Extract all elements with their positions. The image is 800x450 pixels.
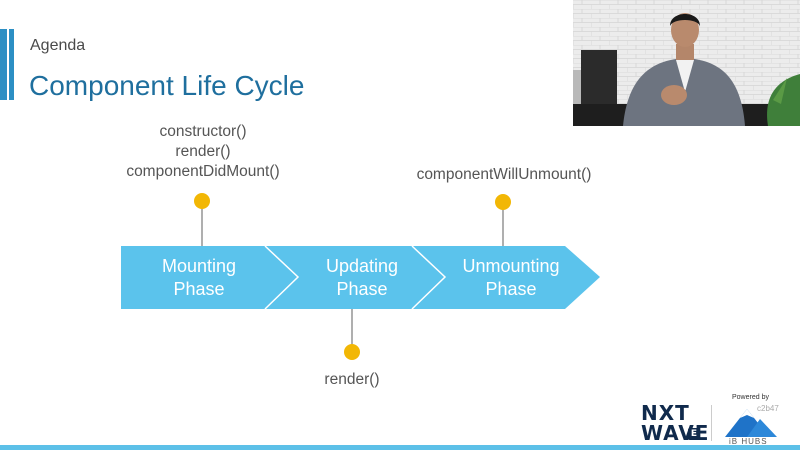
unmounting-methods: componentWillUnmount() <box>393 165 615 185</box>
updating-phase-label: Updating Phase <box>325 256 399 299</box>
mounting-dot <box>194 193 210 209</box>
method-label: componentDidMount() <box>126 163 280 180</box>
ib-hubs-label: iB HUBS <box>729 437 768 446</box>
session-watermark: c2b47 <box>757 404 779 413</box>
method-label: constructor() <box>159 123 247 140</box>
logo-badge: E <box>688 428 700 440</box>
slide-title: Component Life Cycle <box>29 70 305 101</box>
ib-hubs-mountain-icon <box>725 409 777 437</box>
unmounting-dot <box>495 194 511 210</box>
presenter-video <box>573 0 800 126</box>
arrow-separator <box>264 245 300 310</box>
mounting-methods: constructor() render() componentDidMount… <box>103 122 303 182</box>
powered-by-label: Powered by <box>732 394 769 401</box>
unmounting-phase-label: Unmounting Phase <box>462 256 560 299</box>
method-label: render() <box>324 371 380 388</box>
method-label: componentWillUnmount() <box>416 166 592 183</box>
brand-divider <box>711 405 712 441</box>
updating-dot <box>344 344 360 360</box>
method-label: render() <box>175 143 231 160</box>
section-label: Agenda <box>30 37 86 54</box>
footer-line <box>0 445 800 450</box>
slide-accent-bar <box>0 29 14 100</box>
updating-methods: render() <box>302 370 402 390</box>
mounting-phase-label: Mounting Phase <box>161 256 237 299</box>
